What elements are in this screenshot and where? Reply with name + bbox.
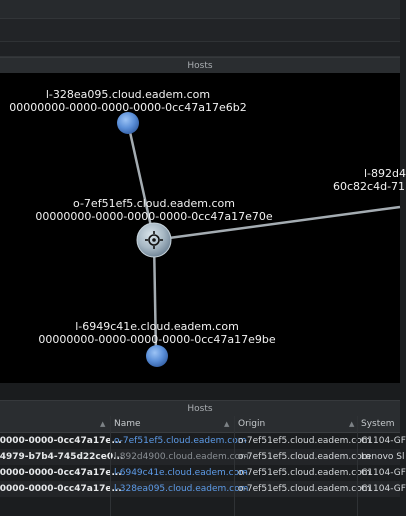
- table-row[interactable]: -0000-0000-0cc47a17e... l-328ea095.cloud…: [0, 481, 406, 497]
- column-header-system[interactable]: System: [361, 419, 395, 429]
- table-row[interactable]: -4979-b7b4-745d22ce0... l-892d4900.cloud…: [0, 449, 405, 465]
- sort-up-icon[interactable]: ▲: [100, 420, 106, 428]
- node-hostname: l-6949c41e.cloud.eadem.com: [75, 320, 239, 333]
- column-divider[interactable]: [357, 416, 358, 516]
- table-header: ▲ Name ▲ Origin ▲ System: [0, 416, 400, 433]
- sort-up-icon[interactable]: ▲: [224, 420, 230, 428]
- graph-edge: [153, 205, 401, 242]
- cell-name-link[interactable]: l-328ea095.cloud.eadem.com: [114, 484, 249, 494]
- cell-name: l-892d4900.cloud.eadem.com: [114, 452, 249, 462]
- graph-canvas: [117, 112, 401, 367]
- table-row[interactable]: -0000-0000-0cc47a17e... o-7ef51ef5.cloud…: [0, 433, 406, 449]
- node-id: 60c82c4d-71: [333, 180, 406, 193]
- cell-system: C1104-GF: [361, 436, 406, 446]
- toolbar-strip: [0, 19, 400, 42]
- top-toolbar: [0, 0, 400, 19]
- node-label-l-328ea095: l-328ea095.cloud.eadem.com 00000000-0000…: [8, 88, 248, 114]
- cell-id: -0000-0000-0cc47a17e...: [0, 484, 122, 494]
- column-divider[interactable]: [110, 416, 111, 516]
- graph-edge: [126, 122, 156, 241]
- graph-footer: [0, 383, 400, 401]
- toolbar-strip-secondary: [0, 42, 400, 57]
- graph-node-l-328ea095[interactable]: [117, 112, 139, 134]
- node-id: 00000000-0000-0000-0000-0cc47a17e9be: [38, 333, 276, 346]
- cell-id: -0000-0000-0cc47a17e...: [0, 468, 122, 478]
- graph-node-l-6949c41e[interactable]: [146, 345, 168, 367]
- column-header-name[interactable]: Name: [114, 419, 141, 429]
- column-divider[interactable]: [234, 416, 235, 516]
- node-label-center: o-7ef51ef5.cloud.eadem.com 00000000-0000…: [34, 197, 274, 223]
- cell-system: C1104-GF: [361, 484, 406, 494]
- cell-name-link[interactable]: l-6949c41e.cloud.eadem.com: [114, 468, 248, 478]
- table-row[interactable]: -0000-0000-0cc47a17e... l-6949c41e.cloud…: [0, 465, 406, 481]
- host-graph[interactable]: l-328ea095.cloud.eadem.com 00000000-0000…: [0, 73, 406, 383]
- cell-origin: o-7ef51ef5.cloud.eadem.com: [238, 484, 371, 494]
- cell-id: -0000-0000-0cc47a17e...: [0, 436, 122, 446]
- node-label-l-892d4: l-892d4 60c82c4d-71: [333, 167, 406, 193]
- cell-id: -4979-b7b4-745d22ce0...: [0, 452, 124, 462]
- column-header-origin[interactable]: Origin: [238, 419, 266, 429]
- cell-origin: o-7ef51ef5.cloud.eadem.com: [238, 468, 371, 478]
- node-id: 00000000-0000-0000-0000-0cc47a17e70e: [35, 210, 273, 223]
- node-hostname: l-892d4: [364, 167, 406, 180]
- hosts-table: ▲ Name ▲ Origin ▲ System -0000-0000-0cc4…: [0, 416, 406, 516]
- cell-name-link[interactable]: o-7ef51ef5.cloud.eadem.com: [114, 436, 247, 446]
- column-header-id[interactable]: [0, 416, 108, 432]
- table-panel-title: Hosts: [187, 404, 213, 414]
- node-hostname: o-7ef51ef5.cloud.eadem.com: [73, 197, 235, 210]
- node-hostname: l-328ea095.cloud.eadem.com: [45, 88, 211, 101]
- graph-panel-title: Hosts: [187, 61, 213, 71]
- cell-origin: o-7ef51ef5.cloud.eadem.com: [238, 436, 371, 446]
- crosshair-icon: [145, 231, 163, 249]
- node-id: 00000000-0000-0000-0000-0cc47a17e6b2: [9, 101, 247, 114]
- sort-up-icon[interactable]: ▲: [349, 420, 355, 428]
- node-label-l-6949c41e: l-6949c41e.cloud.eadem.com 00000000-0000…: [37, 320, 277, 346]
- cell-system: C1104-GF: [361, 468, 406, 478]
- cell-origin: o-7ef51ef5.cloud.eadem.com: [238, 452, 371, 462]
- graph-edge: [152, 239, 158, 356]
- cell-system: Lenovo Sl: [361, 452, 405, 462]
